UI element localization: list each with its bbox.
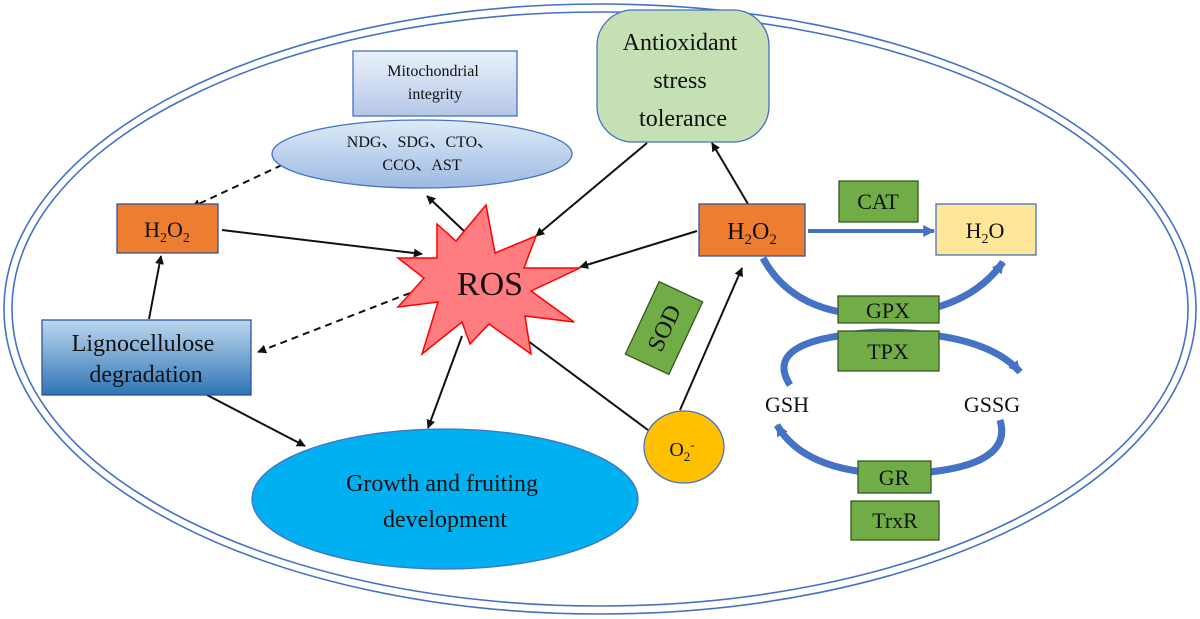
node-gpx: GPX bbox=[837, 295, 940, 324]
growth-line-1: Growth and fruiting bbox=[346, 471, 538, 497]
ros-label: ROS bbox=[457, 266, 523, 303]
svg-text:Antioxidant stress: Antioxidant stress tolerance bbox=[623, 30, 744, 132]
gsh-label: GSH bbox=[765, 392, 809, 417]
node-h2o2-left: H2O2 bbox=[116, 203, 219, 254]
cell-outer-boundary bbox=[3, 3, 1197, 615]
node-o2: O2- bbox=[643, 410, 725, 484]
node-antioxidant-stress-tolerance: Antioxidant stress tolerance bbox=[596, 9, 770, 143]
ligno-line-1: Lignocellulose bbox=[72, 331, 215, 357]
arrow-ros-to-growth bbox=[426, 335, 463, 429]
svg-text:Lignocellulose degradati: Lignocellulose degradation bbox=[72, 331, 221, 388]
arrow-h2o2-to-ros bbox=[221, 229, 423, 258]
node-gr: GR bbox=[857, 460, 932, 494]
arrow-ros-to-enzymes bbox=[426, 195, 466, 233]
gr-label: GR bbox=[879, 465, 910, 490]
svg-text:Growth and fruiting deve: Growth and fruiting development bbox=[346, 471, 544, 533]
h2o2-left-label: H2O2 bbox=[144, 217, 190, 246]
node-growth-fruiting-development: Growth and fruiting development bbox=[251, 428, 639, 570]
ligno-line-2: degradation bbox=[89, 362, 202, 388]
gssg-label: GSSG bbox=[964, 392, 1020, 417]
tpx-label: TPX bbox=[867, 339, 909, 364]
node-sod: SOD bbox=[624, 280, 704, 376]
enzymes-line-1: NDG、SDG、CTO、 bbox=[347, 134, 493, 151]
antiox-line-3: tolerance bbox=[639, 106, 727, 132]
enzymes-line-2: CCO、AST bbox=[382, 157, 461, 174]
arrow-o2-to-ros bbox=[519, 334, 649, 431]
node-cat: CAT bbox=[838, 180, 919, 223]
antiox-line-1: Antioxidant bbox=[623, 30, 738, 56]
node-h2o: H2O bbox=[935, 203, 1037, 256]
cat-label: CAT bbox=[857, 189, 899, 214]
h2o2-right-label: H2O2 bbox=[727, 219, 777, 248]
node-h2o2-right: H2O2 bbox=[698, 203, 806, 257]
arrow-enzymes-to-h2o2 bbox=[191, 164, 283, 208]
arrow-antioxidant-to-ros bbox=[535, 142, 648, 237]
arrow-o2-to-h2o2 bbox=[679, 267, 743, 411]
node-tpx: TPX bbox=[837, 330, 940, 372]
arrow-ligno-to-h2o2 bbox=[148, 255, 164, 320]
cell-inner-boundary bbox=[11, 11, 1189, 607]
growth-line-2: development bbox=[383, 507, 507, 533]
antiox-line-2: stress bbox=[653, 68, 706, 94]
arrow-h2o2right-to-ros bbox=[579, 230, 698, 269]
node-lignocellulose-degradation: Lignocellulose degradation bbox=[41, 319, 252, 396]
arrow-ligno-to-growth bbox=[206, 394, 306, 447]
node-trxr: TrxR bbox=[850, 500, 940, 541]
arrow-h2o2-to-antioxidant bbox=[711, 142, 749, 205]
node-mitochondrial-integrity: Mitochondrial integrity bbox=[352, 50, 518, 117]
node-ros: ROS bbox=[395, 203, 581, 357]
gpx-label: GPX bbox=[866, 298, 910, 323]
mito-line-1: Mitochondrial bbox=[387, 63, 479, 80]
svg-text:NDG、SDG、CTO、 CCO、AST: NDG、SDG、CTO、 CCO、AST bbox=[347, 134, 497, 174]
trxr-label: TrxR bbox=[872, 508, 918, 533]
mito-line-2: integrity bbox=[408, 86, 462, 103]
node-enzymes: NDG、SDG、CTO、 CCO、AST bbox=[271, 119, 573, 189]
svg-text:Mitochondrial integrity: Mitochondrial integrity bbox=[387, 63, 483, 103]
arrow-ros-to-ligno bbox=[257, 292, 411, 354]
